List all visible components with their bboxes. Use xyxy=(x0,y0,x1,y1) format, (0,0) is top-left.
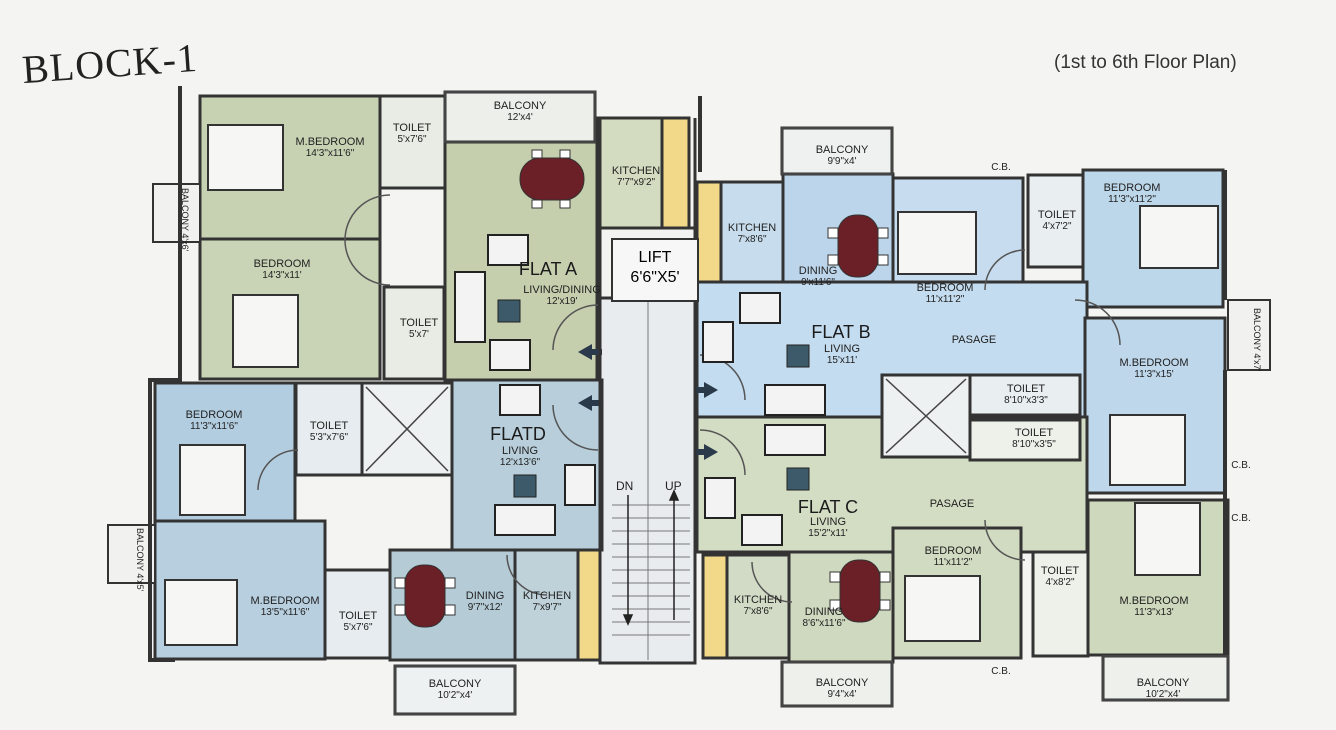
cb-label-2: C.B. xyxy=(1231,460,1251,471)
cb-label-3: C.B. xyxy=(1231,513,1251,524)
flat-a-label: FLAT A xyxy=(518,259,578,279)
room-fills xyxy=(153,90,1230,716)
label-d-balc-side: BALCONY 4'x5' xyxy=(135,528,145,592)
room-b-toilet1 xyxy=(1026,173,1085,269)
stairs-down-label: DN xyxy=(616,479,634,493)
dining-chairs xyxy=(394,149,891,616)
label-c-pasage: PASAGE xyxy=(929,498,975,510)
floor-plan-subtitle: (1st to 6th Floor Plan) xyxy=(1054,52,1237,73)
stair-arrows xyxy=(622,489,680,626)
beds xyxy=(164,124,1219,646)
inner-walls xyxy=(598,118,697,660)
flat-b-label: FLAT B xyxy=(811,322,871,342)
cb-label-4: C.B. xyxy=(991,666,1011,677)
door-swings xyxy=(257,194,1121,603)
dining-tables xyxy=(404,157,881,628)
flat-d-label: FLATD xyxy=(490,424,546,444)
room-d-kitchen-counter xyxy=(576,548,602,662)
room-d-toilet1 xyxy=(294,381,364,477)
room-c-kitchen-counter xyxy=(701,553,729,660)
entry-arrows xyxy=(578,344,718,460)
shaft-crosses xyxy=(365,378,967,472)
room-b-kitchen-counter xyxy=(695,180,723,284)
label-b-pasage: PASAGE xyxy=(951,334,997,346)
balcony-rails xyxy=(394,91,1229,715)
coffee-tables xyxy=(497,299,810,498)
side-balconies xyxy=(107,183,1271,584)
room-b-toilet2 xyxy=(968,373,1082,417)
label-b-balc-side: BALCONY 4'x7' xyxy=(1252,308,1262,372)
sofas xyxy=(454,234,826,546)
label-a-balc-side: BALCONY 4'x6' xyxy=(180,188,190,252)
cb-label-1: C.B. xyxy=(991,162,1011,173)
outer-walls xyxy=(148,86,1227,662)
room-d-kitchen xyxy=(513,548,580,662)
stairs-up-label: UP xyxy=(665,479,682,493)
flat-c-label: FLAT C xyxy=(797,497,859,517)
room-c-toilet xyxy=(968,418,1082,462)
staircase xyxy=(612,298,690,660)
room-a-kitchen-counter xyxy=(660,116,691,230)
